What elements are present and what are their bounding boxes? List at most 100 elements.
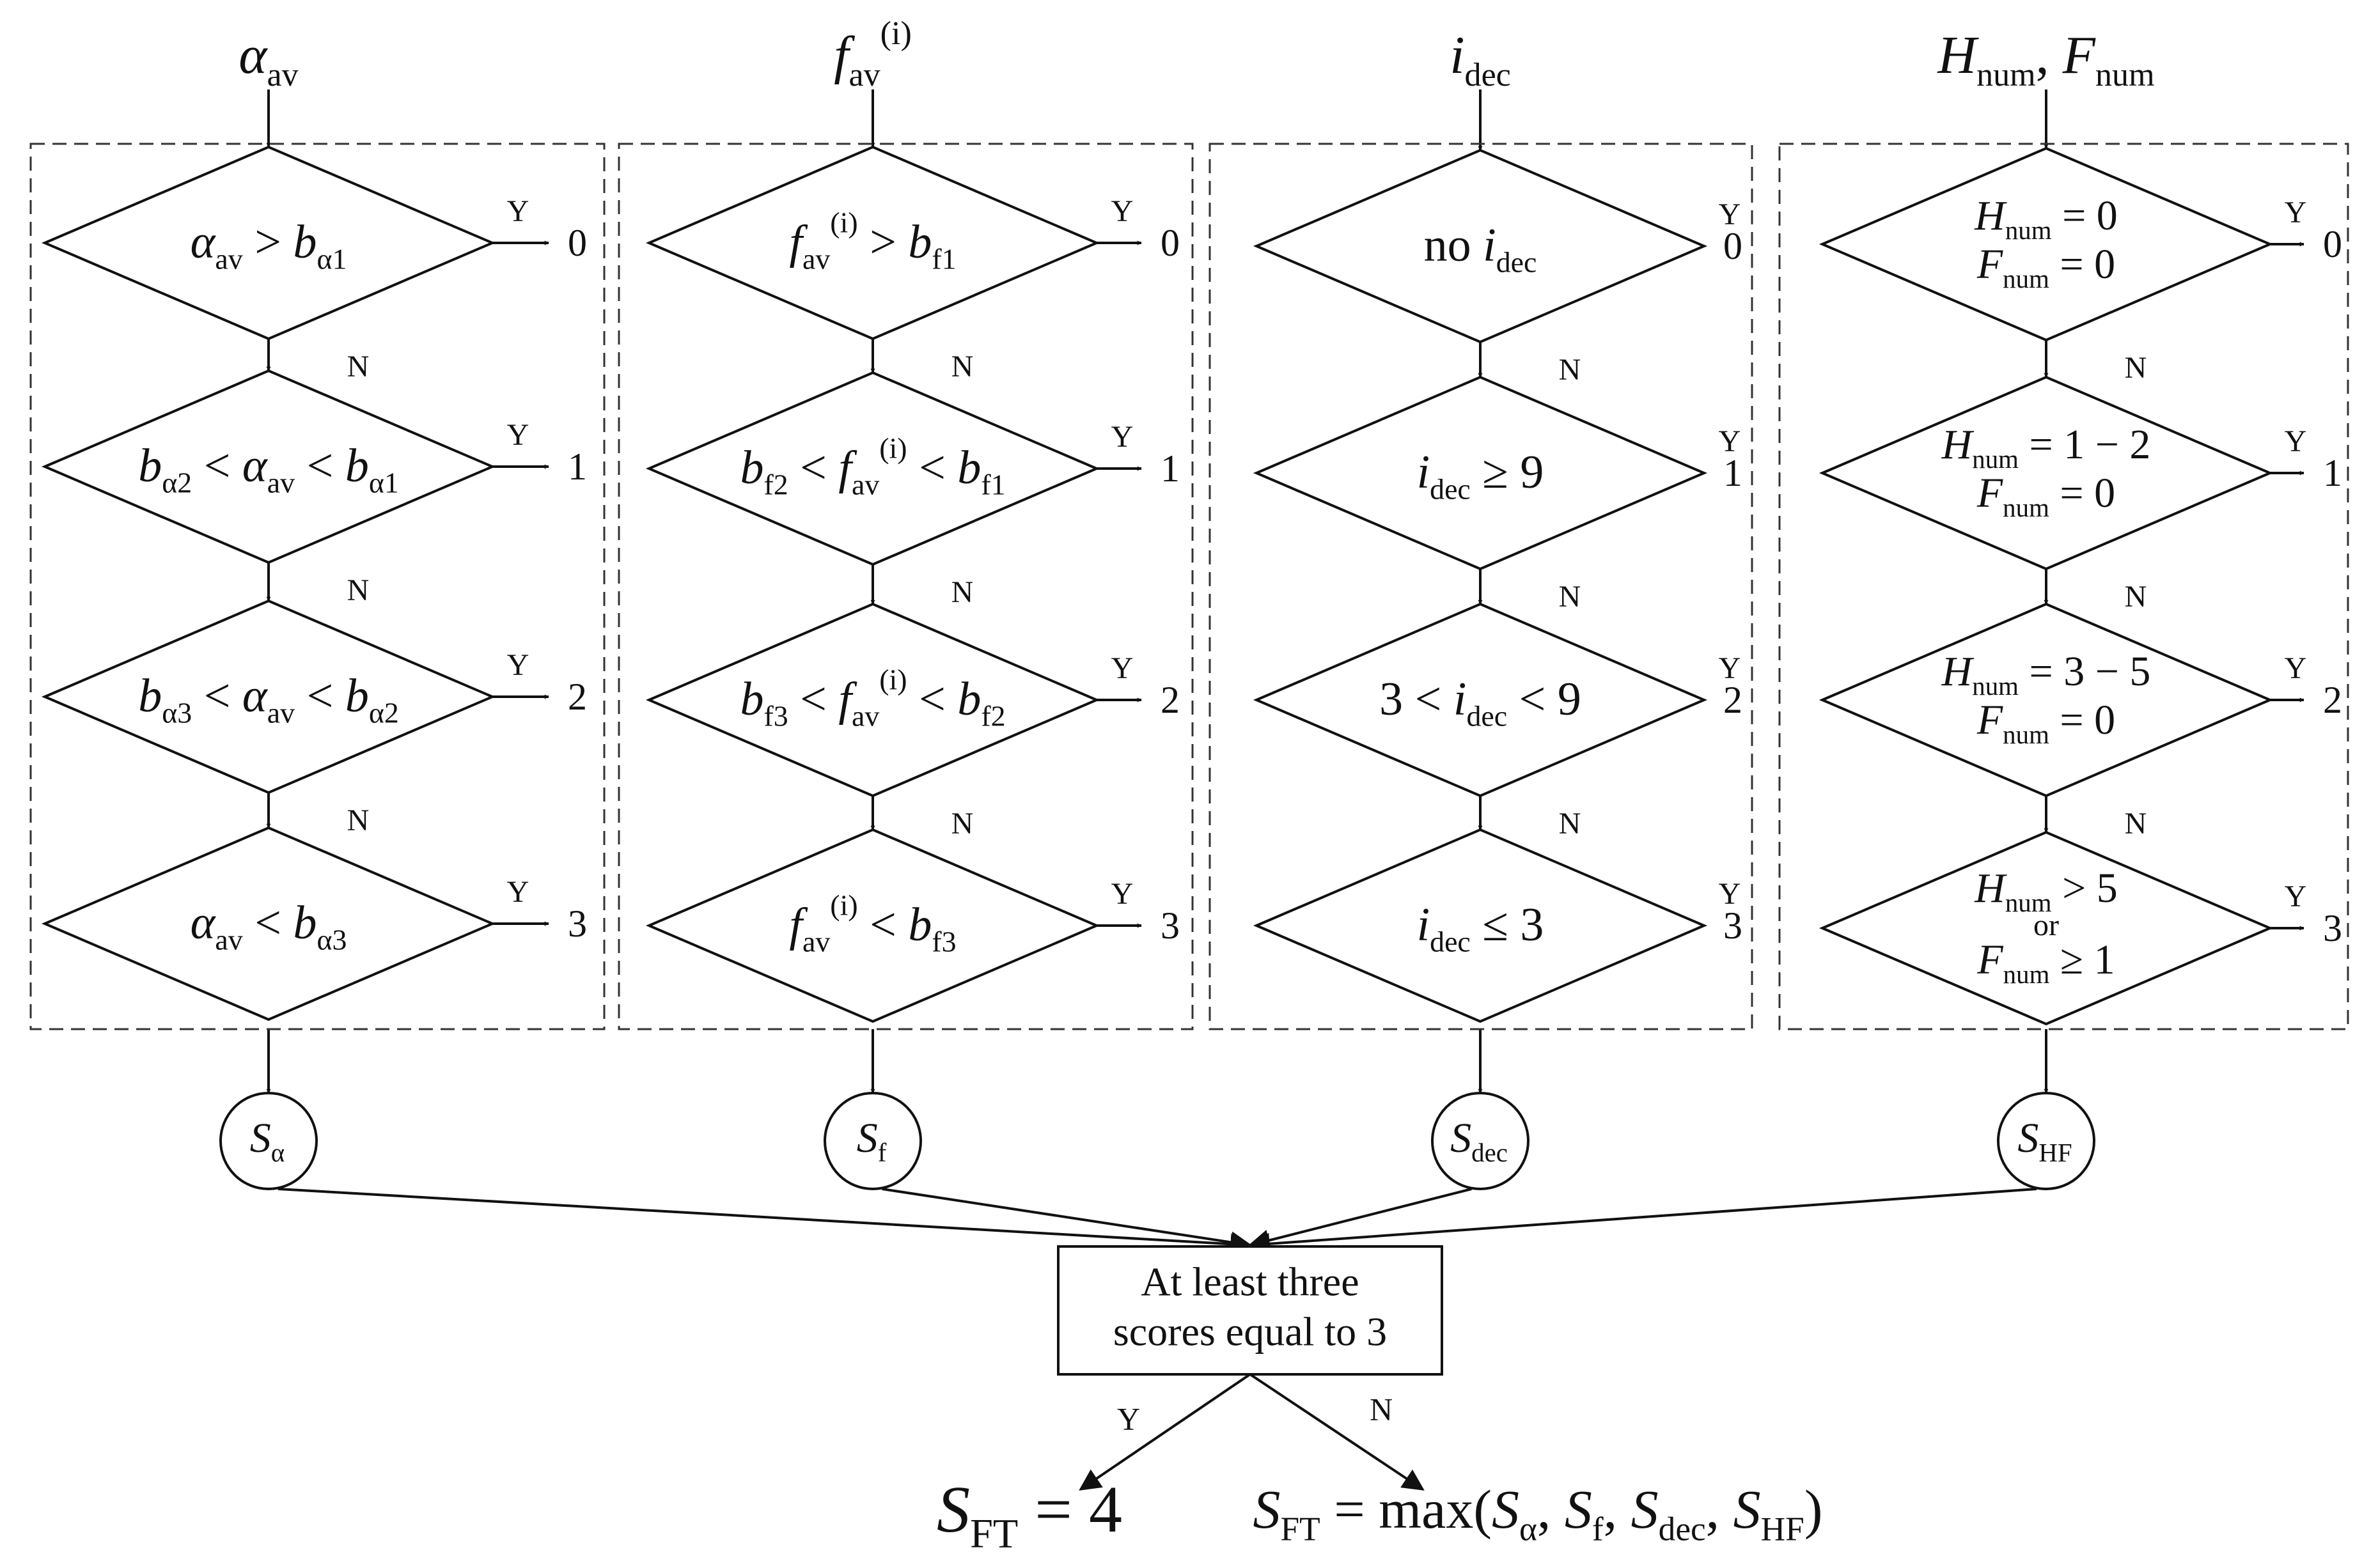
decision-diamond-dec-2	[1253, 375, 1708, 571]
decision-diamond-alpha-2	[41, 369, 496, 564]
decision-diamond-freq-3	[645, 602, 1100, 798]
input-label-alpha: αav	[239, 26, 299, 93]
yes-label-hf-2: Y	[2285, 424, 2307, 458]
no-label-dec-3: N	[1559, 807, 1581, 841]
converge-arrow-hf	[1248, 1188, 2037, 1255]
yes-label-alpha-2: Y	[507, 418, 529, 452]
condition-freq-2: bf2 < fav(i) < bf1	[740, 431, 1005, 501]
final-yes-label: Y	[1117, 1401, 1140, 1436]
input-label-hf: Hnum, Fnum	[1937, 26, 2154, 93]
condition-hf-4-line-2: or	[2033, 908, 2059, 942]
decision-diamond-freq-1	[645, 145, 1100, 341]
condition-dec-4: idec ≤ 3	[1417, 899, 1544, 958]
no-label-freq-2: N	[951, 575, 974, 609]
condition-dec-3: 3 < idec < 9	[1379, 673, 1581, 732]
decision-diamond-hf-3	[1819, 602, 2274, 798]
decision-diamond-alpha-4	[41, 826, 496, 1021]
yes-label-freq-2: Y	[1111, 420, 1134, 454]
no-label-hf-3: N	[2125, 807, 2147, 841]
condition-freq-3: bf3 < fav(i) < bf2	[740, 663, 1005, 732]
no-label-alpha-3: N	[347, 803, 370, 837]
decision-diamond-alpha-3	[41, 599, 496, 795]
input-label-freq: fav(i)	[834, 15, 912, 93]
decision-diamond-dec-3	[1253, 602, 1708, 798]
output-hf-3: 2	[2323, 679, 2342, 721]
decision-diamond-freq-4	[645, 828, 1100, 1023]
condition-dec-1: no idec	[1424, 219, 1537, 278]
condition-hf-4-line-1: Hnum > 5	[1974, 865, 2118, 917]
output-alpha-3: 2	[568, 676, 587, 718]
score-label-hf: SHF	[2017, 1115, 2072, 1167]
condition-alpha-2: bα2 < αav < bα1	[138, 440, 399, 499]
group-box-hf	[1778, 143, 2349, 1030]
decision-diamond-alpha-1	[41, 145, 496, 341]
yes-label-freq-4: Y	[1111, 877, 1134, 911]
yes-label-dec-4: Y	[1719, 877, 1741, 911]
yes-label-dec-1: Y	[1719, 198, 1741, 231]
result-yes-formula: SFT = 4	[937, 1473, 1122, 1556]
no-label-alpha-2: N	[347, 573, 370, 607]
score-label-freq: Sf	[857, 1115, 887, 1167]
output-alpha-4: 3	[568, 903, 587, 945]
no-label-freq-1: N	[951, 350, 974, 384]
final-yes-arrow	[1079, 1373, 1251, 1491]
score-circle-alpha	[219, 1092, 318, 1190]
final-no-arrow	[1249, 1373, 1425, 1491]
condition-hf-3-line-2: Fnum = 0	[1976, 697, 2115, 749]
input-label-dec: idec	[1450, 26, 1511, 93]
condition-alpha-4: αav < bα3	[191, 897, 347, 956]
decision-diamond-dec-1	[1253, 148, 1708, 344]
condition-freq-1: fav(i) > bf1	[789, 206, 956, 275]
score-label-dec: Sdec	[1450, 1115, 1508, 1167]
output-hf-4: 3	[2323, 907, 2342, 949]
condition-hf-2-line-2: Fnum = 0	[1976, 470, 2115, 522]
decision-diamond-hf-2	[1819, 375, 2274, 571]
condition-dec-2: idec ≥ 9	[1417, 446, 1544, 505]
score-circle-dec	[1431, 1092, 1529, 1190]
condition-hf-1-line-1: Hnum = 0	[1974, 192, 2118, 245]
output-freq-4: 3	[1161, 904, 1180, 947]
no-label-dec-1: N	[1559, 353, 1581, 387]
yes-label-alpha-4: Y	[507, 875, 529, 909]
converge-arrow-alpha	[278, 1188, 1253, 1255]
group-box-dec	[1209, 143, 1753, 1030]
final-decision-line-2: scores equal to 3	[1113, 1309, 1387, 1355]
yes-label-alpha-3: Y	[507, 648, 529, 682]
condition-hf-2-line-1: Hnum = 1 − 2	[1941, 421, 2151, 474]
group-box-alpha	[29, 143, 606, 1030]
output-dec-1: 0	[1723, 225, 1742, 267]
no-label-alpha-1: N	[347, 350, 370, 384]
no-label-hf-2: N	[2125, 580, 2147, 614]
output-dec-2: 1	[1723, 452, 1742, 494]
condition-hf-4-line-3: Fnum ≥ 1	[1976, 936, 2115, 989]
score-circle-freq	[824, 1092, 922, 1190]
output-hf-2: 1	[2323, 452, 2342, 494]
yes-label-dec-3: Y	[1719, 651, 1741, 685]
condition-alpha-3: bα3 < αav < bα2	[138, 670, 399, 729]
no-label-hf-1: N	[2125, 351, 2147, 385]
yes-label-dec-2: Y	[1719, 424, 1741, 458]
final-decision-line-1: At least three	[1141, 1259, 1359, 1305]
output-freq-3: 2	[1161, 679, 1180, 721]
yes-label-alpha-1: Y	[507, 194, 529, 228]
output-dec-3: 2	[1723, 679, 1742, 721]
decision-diamond-hf-1	[1819, 146, 2274, 342]
decision-diamond-hf-4	[1819, 830, 2274, 1026]
result-no-formula: SFT = max(Sα, Sf, Sdec, SHF)	[1253, 1479, 1823, 1548]
final-no-label: N	[1370, 1391, 1393, 1427]
yes-label-freq-1: Y	[1111, 194, 1134, 228]
decision-diamond-freq-2	[645, 371, 1100, 566]
yes-label-freq-3: Y	[1111, 651, 1134, 685]
yes-label-hf-4: Y	[2285, 880, 2307, 913]
condition-hf-1-line-2: Fnum = 0	[1976, 241, 2115, 293]
score-circle-hf	[1997, 1092, 2095, 1190]
output-alpha-1: 0	[568, 222, 587, 264]
score-label-alpha: Sα	[250, 1115, 285, 1167]
yes-label-hf-1: Y	[2285, 196, 2307, 229]
converge-arrow-freq	[882, 1188, 1253, 1254]
output-dec-4: 3	[1723, 904, 1742, 947]
no-label-freq-3: N	[951, 807, 974, 841]
condition-hf-3-line-1: Hnum = 3 − 5	[1941, 648, 2151, 701]
output-alpha-2: 1	[568, 446, 587, 488]
